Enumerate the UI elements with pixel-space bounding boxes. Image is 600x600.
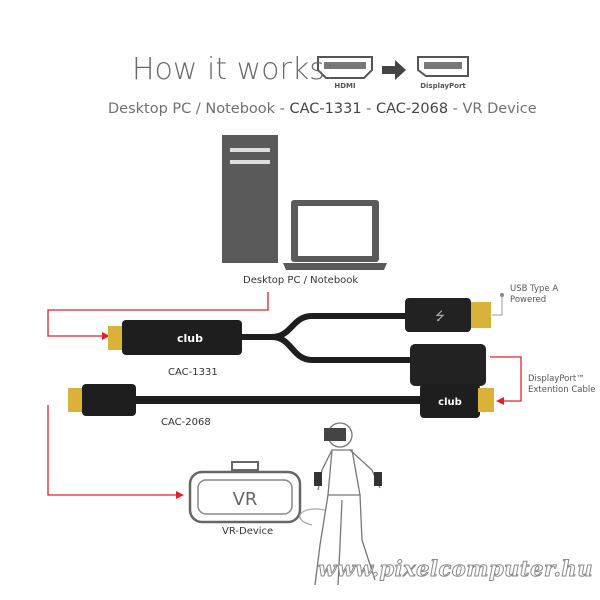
vr-headset-icon: VR <box>188 461 302 524</box>
displayport-female-socket <box>410 344 486 386</box>
laptop-icon <box>283 200 387 270</box>
watermark: www.pixelcomputer.hu <box>318 556 593 582</box>
vr-text: VR <box>233 489 258 510</box>
desktop-pc-icon <box>222 135 278 263</box>
displayport-label: DisplayPort <box>420 82 466 90</box>
source-label: Desktop PC / Notebook <box>243 275 359 286</box>
hdmi-plug-connector <box>108 326 124 350</box>
cac-1331-cable: club ⭍ <box>108 298 491 386</box>
brand-logo: club <box>177 332 203 345</box>
arrow-icon <box>496 397 504 405</box>
cac-2068-cable: club <box>68 384 494 418</box>
arrow-right-icon <box>382 60 406 80</box>
displayport-icon <box>417 56 469 77</box>
vr-device-label: VR-Device <box>222 526 274 537</box>
cac-1331-label: CAC-1331 <box>168 367 218 378</box>
hdmi-label: HDMI <box>334 82 355 90</box>
svg-text:⭍: ⭍ <box>435 309 445 323</box>
arrow-icon <box>102 332 110 340</box>
displayport-plug-connector <box>68 388 84 412</box>
usb-a-plug <box>405 298 471 332</box>
brand-logo: club <box>438 397 462 408</box>
connection-lines <box>47 292 522 496</box>
subtitle: Desktop PC / Notebook - CAC-1331 - CAC-2… <box>108 101 537 117</box>
cac-2068-label: CAC-2068 <box>161 417 211 428</box>
arrow-icon <box>176 491 184 499</box>
person-with-vr-icon <box>299 422 382 586</box>
hdmi-port-icon <box>317 56 373 79</box>
page-title: How it works: <box>132 52 335 87</box>
